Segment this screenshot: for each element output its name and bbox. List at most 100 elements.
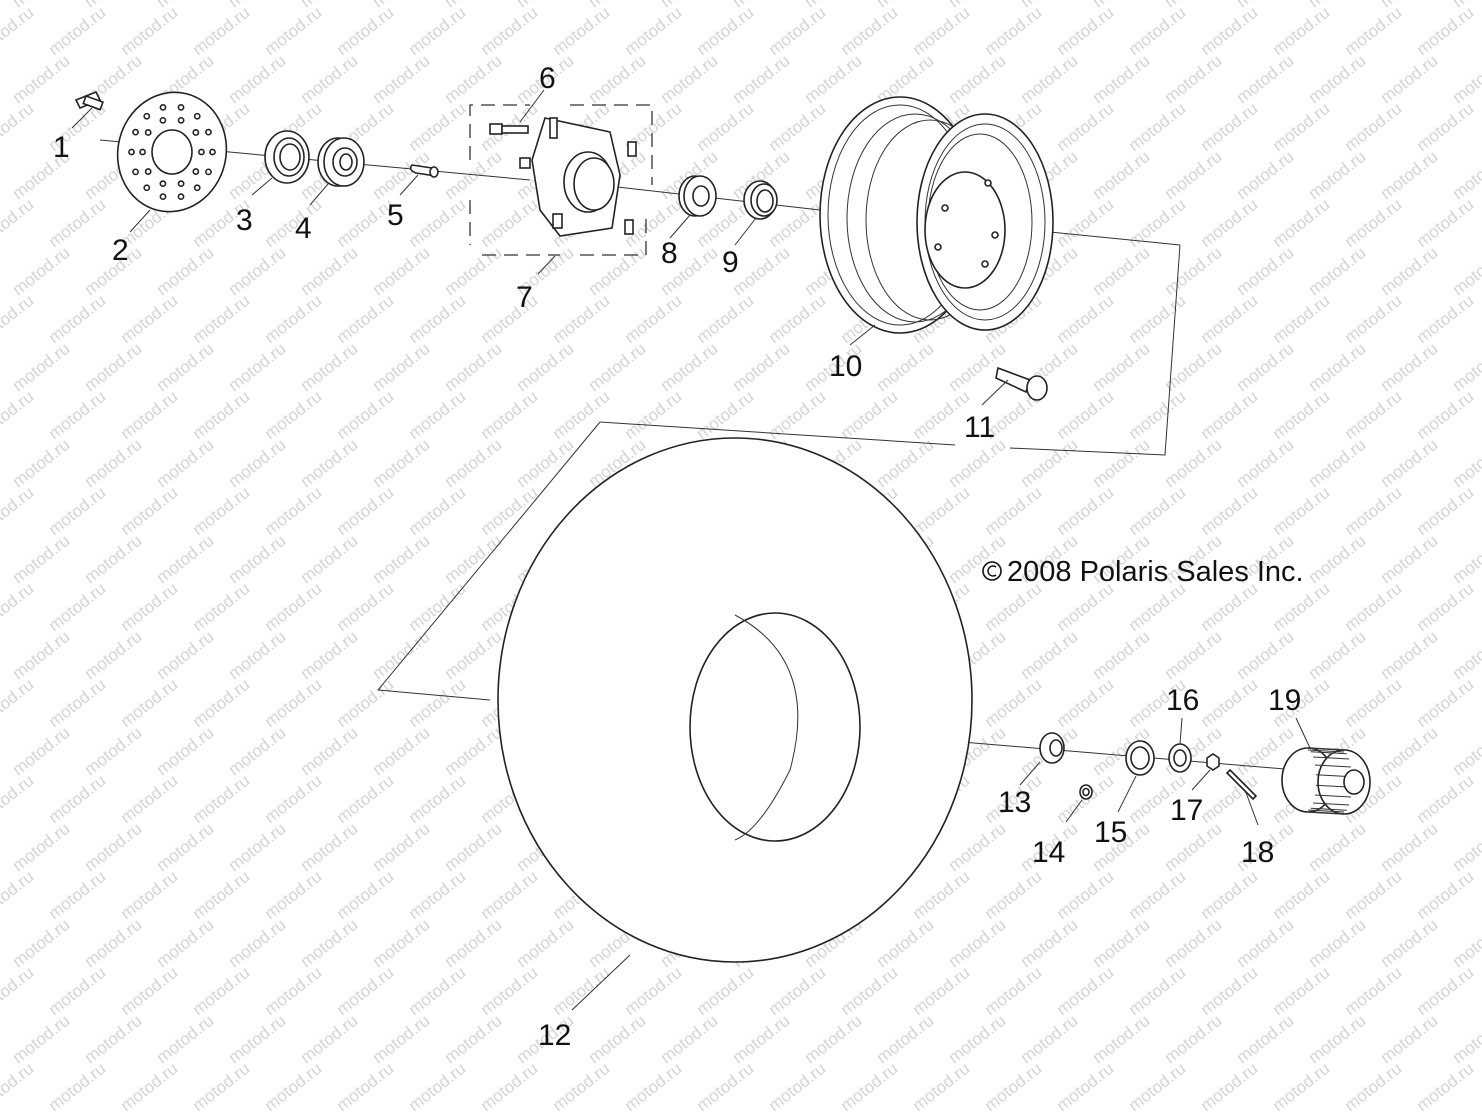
watermark-text: motod.ru xyxy=(837,3,902,59)
watermark-text: motod.ru xyxy=(261,963,326,1019)
watermark-text: motod.ru xyxy=(1305,531,1370,587)
watermark-text: motod.ru xyxy=(297,819,362,875)
watermark-text: motod.ru xyxy=(9,435,74,491)
watermark-text: motod.ru xyxy=(0,579,37,635)
disc-hole xyxy=(193,184,201,192)
watermark-text: motod.ru xyxy=(1377,1011,1442,1067)
watermark-text: motod.ru xyxy=(1089,51,1154,107)
watermark-text: motod.ru xyxy=(261,3,326,59)
part-8-bearing xyxy=(678,175,717,217)
watermark-text: motod.ru xyxy=(45,195,110,251)
disc-hole xyxy=(205,168,212,176)
watermark-text: motod.ru xyxy=(261,771,326,827)
watermark-text: motod.ru xyxy=(621,3,686,59)
watermark-text: motod.ru xyxy=(0,531,1,587)
watermark-text: motod.ru xyxy=(0,291,37,347)
callout-labels: 1 2 3 4 5 6 7 8 9 10 11 12 13 14 15 16 1… xyxy=(53,62,1301,1052)
watermark-text: motod.ru xyxy=(477,867,542,923)
watermark-text: motod.ru xyxy=(1377,531,1442,587)
part-11-valve-stem xyxy=(995,366,1048,401)
disc-hole xyxy=(132,128,139,136)
watermark-text: motod.ru xyxy=(1125,291,1190,347)
watermark-text: motod.ru xyxy=(369,915,434,971)
callout-17: 17 xyxy=(1170,794,1203,827)
watermark-text: motod.ru xyxy=(0,0,1,11)
watermark-text: motod.ru xyxy=(9,915,74,971)
watermark-text: motod.ru xyxy=(729,51,794,107)
watermark-text: motod.ru xyxy=(369,531,434,587)
part-2-brake-disc xyxy=(116,91,228,213)
watermark-text: motod.ru xyxy=(9,339,74,395)
watermark-text: motod.ru xyxy=(225,435,290,491)
watermark-text: motod.ru xyxy=(1089,915,1154,971)
watermark-text: motod.ru xyxy=(225,1011,290,1067)
watermark-text: motod.ru xyxy=(1377,819,1442,875)
watermark-text: motod.ru xyxy=(153,627,218,683)
watermark-text: motod.ru xyxy=(1161,1011,1226,1067)
watermark-text: motod.ru xyxy=(369,435,434,491)
watermark-text: motod.ru xyxy=(1161,51,1226,107)
watermark-text: motod.ru xyxy=(1305,819,1370,875)
watermark-text: motod.ru xyxy=(765,963,830,1019)
watermark-text: motod.ru xyxy=(1305,51,1370,107)
leader-lines xyxy=(71,89,1311,1011)
watermark-text: motod.ru xyxy=(801,1011,866,1067)
watermark-text: motod.ru xyxy=(693,291,758,347)
watermark-text: motod.ru xyxy=(45,1059,110,1112)
watermark-text: motod.ru xyxy=(0,771,37,827)
watermark-text: motod.ru xyxy=(405,3,470,59)
watermark-text: motod.ru xyxy=(585,339,650,395)
watermark-text: motod.ru xyxy=(1053,3,1118,59)
watermark-text: motod.ru xyxy=(45,867,110,923)
watermark-text: motod.ru xyxy=(81,819,146,875)
watermark-text: motod.ru xyxy=(1269,1059,1334,1112)
watermark-text: motod.ru xyxy=(1053,291,1118,347)
watermark-text: motod.ru xyxy=(477,963,542,1019)
watermark-text: motod.ru xyxy=(1341,99,1406,155)
part-3-seal xyxy=(264,130,310,184)
watermark-text: motod.ru xyxy=(1413,675,1478,731)
watermark-text: motod.ru xyxy=(261,867,326,923)
watermark-text: motod.ru xyxy=(0,3,37,59)
watermark-text: motod.ru xyxy=(1125,1059,1190,1112)
disc-hole xyxy=(209,148,216,156)
watermark-text: motod.ru xyxy=(1197,99,1262,155)
watermark-text: motod.ru xyxy=(729,339,794,395)
watermark-text: motod.ru xyxy=(369,147,434,203)
watermark-text: motod.ru xyxy=(1125,483,1190,539)
callout-3: 3 xyxy=(236,204,253,237)
watermark-text: motod.ru xyxy=(981,483,1046,539)
watermark-text: motod.ru xyxy=(1377,723,1442,779)
disc-hole xyxy=(139,148,146,156)
watermark-text: motod.ru xyxy=(1413,3,1478,59)
watermark-text: motod.ru xyxy=(297,627,362,683)
part-1-bolt xyxy=(74,90,104,111)
watermark-text: motod.ru xyxy=(945,339,1010,395)
watermark-text: motod.ru xyxy=(225,531,290,587)
watermark-text: motod.ru xyxy=(1197,3,1262,59)
part-7-hub-frame xyxy=(469,104,653,256)
watermark-text: motod.ru xyxy=(117,867,182,923)
callout-5: 5 xyxy=(387,199,404,232)
watermark-text: motod.ru xyxy=(1233,51,1298,107)
watermark-text: motod.ru xyxy=(189,1059,254,1112)
watermark-text: motod.ru xyxy=(189,3,254,59)
watermark-text: motod.ru xyxy=(225,723,290,779)
watermark-text: motod.ru xyxy=(477,3,542,59)
watermark-text: motod.ru xyxy=(441,531,506,587)
watermark-text: motod.ru xyxy=(1125,99,1190,155)
watermark-text: motod.ru xyxy=(441,1011,506,1067)
watermark-text: motod.ru xyxy=(45,387,110,443)
callout-19: 19 xyxy=(1268,684,1301,717)
watermark-text: motod.ru xyxy=(1305,339,1370,395)
watermark-text: motod.ru xyxy=(1089,147,1154,203)
watermark-text: motod.ru xyxy=(225,627,290,683)
watermark-text: motod.ru xyxy=(1341,867,1406,923)
watermark-text: motod.ru xyxy=(1125,867,1190,923)
watermark-text: motod.ru xyxy=(261,579,326,635)
disc-hole xyxy=(143,112,151,120)
watermark-text: motod.ru xyxy=(1413,387,1478,443)
watermark-text: motod.ru xyxy=(693,99,758,155)
watermark-text: motod.ru xyxy=(117,579,182,635)
watermark-text: motod.ru xyxy=(189,483,254,539)
